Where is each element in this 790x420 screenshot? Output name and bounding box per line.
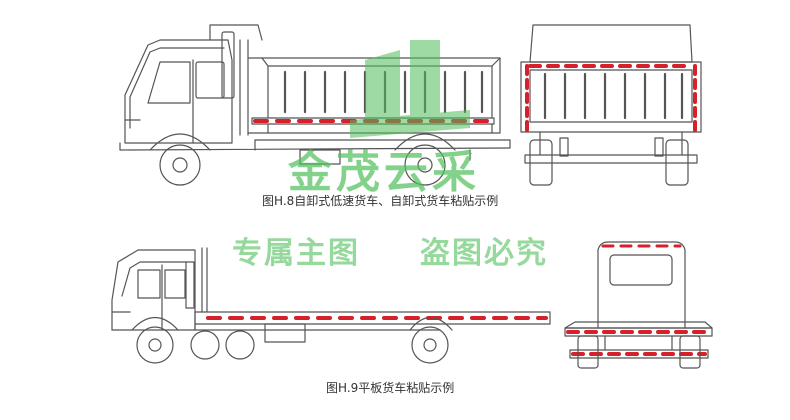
flatbed-truck-side-view bbox=[111, 247, 551, 364]
flatbed-truck-caption: 图H.9平板货车粘贴示例 bbox=[326, 381, 455, 395]
dump-truck-rear-view bbox=[520, 24, 702, 186]
watermark-slogan-left: 专属主图 bbox=[232, 236, 360, 271]
watermark-logo-text: 金茂云采 bbox=[288, 147, 480, 198]
watermark-logo-mark bbox=[350, 40, 470, 138]
flatbed-truck-rear-view bbox=[564, 241, 713, 369]
watermark-slogan-right: 盗图必究 bbox=[420, 236, 548, 271]
dump-truck-caption: 图H.8自卸式低速货车、自卸式货车粘贴示例 bbox=[262, 194, 499, 208]
